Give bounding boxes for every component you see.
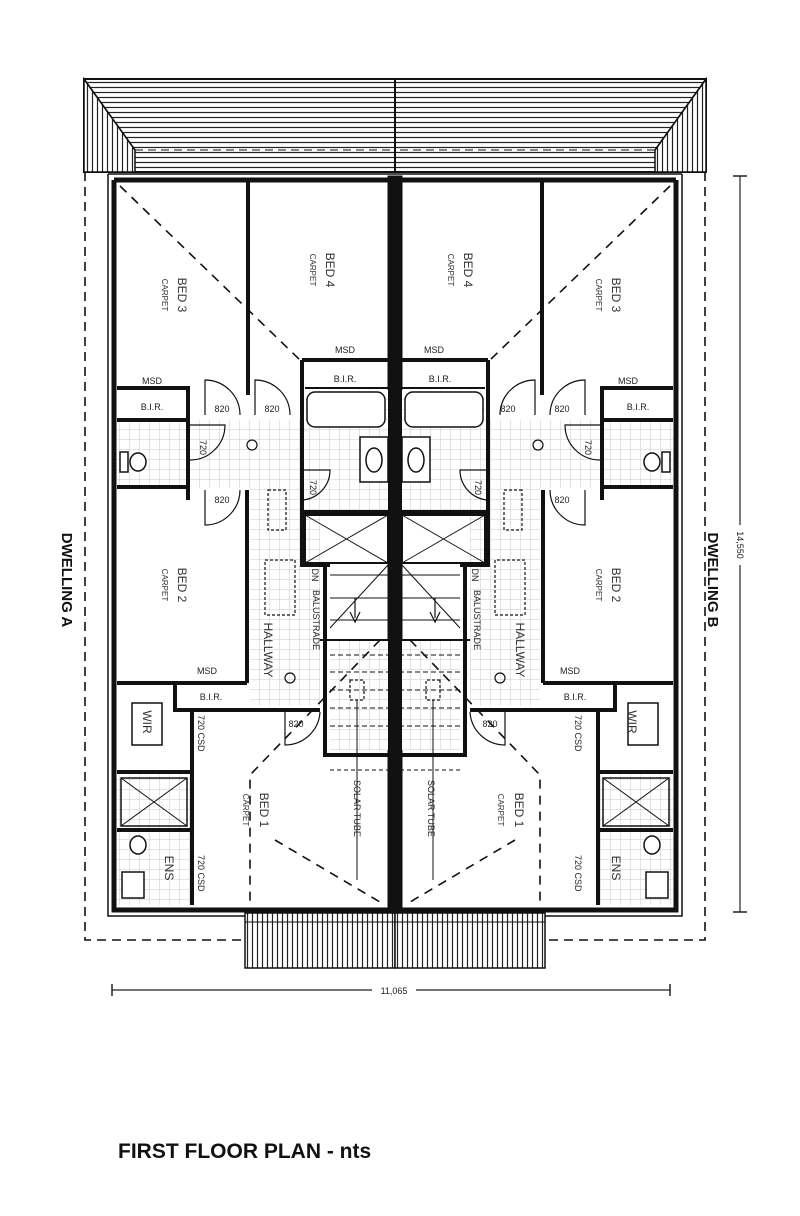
door-720: 720 [473, 480, 483, 495]
room-bed2-b: BED 2 [609, 568, 623, 603]
door-720: 720 [308, 480, 318, 495]
door-820: 820 [554, 495, 569, 505]
bir-label: B.I.R. [429, 374, 452, 384]
door-720-csd: 720 CSD [573, 715, 583, 752]
door-720: 720 [583, 440, 593, 455]
dwelling-b-plan [395, 79, 706, 968]
room-ens-b: ENS [609, 856, 623, 881]
balustrade-label: BALUSTRADE [311, 590, 321, 650]
width-dimension-label: 11,065 [381, 986, 408, 996]
room-bed2-a: BED 2 [175, 568, 189, 603]
floor-carpet: CARPET [594, 569, 603, 602]
floor-carpet: CARPET [496, 794, 505, 827]
stair-down-label: DN [470, 569, 480, 582]
door-820: 820 [264, 404, 279, 414]
room-bed3-a: BED 3 [175, 278, 189, 313]
msd-label: MSD [424, 345, 445, 355]
bir-label: B.I.R. [334, 374, 357, 384]
room-hallway-a: HALLWAY [261, 622, 275, 677]
door-820: 820 [214, 404, 229, 414]
door-720-csd: 720 CSD [196, 855, 206, 892]
balustrade-label: BALUSTRADE [472, 590, 482, 650]
door-820: 820 [482, 719, 497, 729]
door-720: 720 [198, 440, 208, 455]
floor-carpet: CARPET [160, 279, 169, 312]
door-820: 820 [214, 495, 229, 505]
room-hallway-b: HALLWAY [513, 622, 527, 677]
room-labels-a: BED 3 CARPET BED 4 CARPET BED 2 CARPET B… [140, 253, 362, 892]
depth-dimension-label: 14,550 [735, 531, 745, 559]
floor-carpet: CARPET [241, 794, 250, 827]
floor-carpet: CARPET [446, 254, 455, 287]
dwelling-a-plan [84, 79, 395, 968]
dwelling-a-label: DWELLING A [58, 533, 75, 628]
room-ens-a: ENS [162, 856, 176, 881]
solar-tube-label: SOLAR TUBE [426, 780, 436, 837]
plan-title: FIRST FLOOR PLAN - nts [118, 1140, 371, 1163]
floor-carpet: CARPET [160, 569, 169, 602]
door-820: 820 [554, 404, 569, 414]
floor-carpet: CARPET [308, 254, 317, 287]
bir-label: B.I.R. [141, 402, 164, 412]
room-bed4-b: BED 4 [461, 253, 475, 288]
bir-label: B.I.R. [627, 402, 650, 412]
door-820: 820 [288, 719, 303, 729]
room-bed1-b: BED 1 [512, 793, 526, 828]
door-720-csd: 720 CSD [573, 855, 583, 892]
bir-label: B.I.R. [564, 692, 587, 702]
solar-tube-label: SOLAR TUBE [352, 780, 362, 837]
stair-down-label: DN [310, 569, 320, 582]
dwelling-b-label: DWELLING B [704, 533, 721, 628]
bir-label: B.I.R. [200, 692, 223, 702]
door-720-csd: 720 CSD [196, 715, 206, 752]
floor-carpet: CARPET [594, 279, 603, 312]
room-labels-b: BED 3 CARPET BED 4 CARPET BED 2 CARPET B… [424, 253, 649, 892]
door-820: 820 [500, 404, 515, 414]
room-bed4-a: BED 4 [323, 253, 337, 288]
msd-label: MSD [618, 376, 639, 386]
msd-label: MSD [335, 345, 356, 355]
msd-label: MSD [142, 376, 163, 386]
msd-label: MSD [560, 666, 581, 676]
room-wir-b: WIR [625, 710, 639, 734]
room-bed1-a: BED 1 [257, 793, 271, 828]
msd-label: MSD [197, 666, 218, 676]
room-bed3-b: BED 3 [609, 278, 623, 313]
room-wir-a: WIR [140, 710, 154, 734]
